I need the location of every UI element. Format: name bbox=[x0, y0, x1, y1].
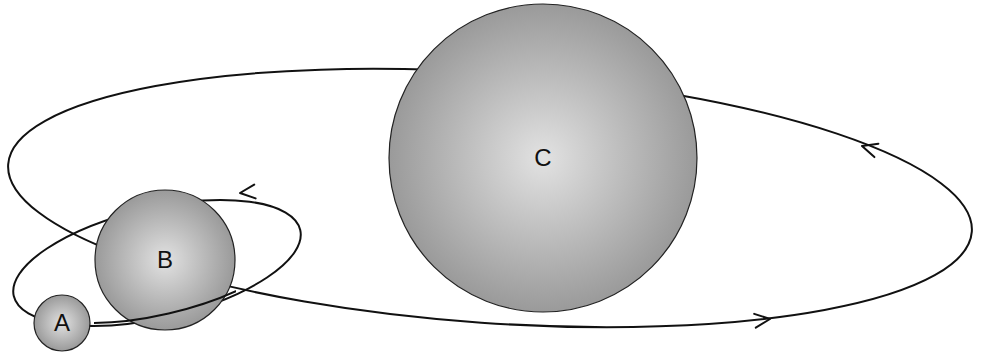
orbit-arrowhead bbox=[862, 144, 878, 157]
body-label: C bbox=[534, 145, 551, 171]
body-circle: C bbox=[388, 3, 698, 313]
body-circle: B bbox=[94, 189, 236, 331]
circle-shape bbox=[389, 4, 697, 312]
circle-shape bbox=[95, 190, 235, 330]
body-label: B bbox=[157, 247, 173, 273]
orbit-arrowhead bbox=[754, 314, 770, 328]
body-circle: A bbox=[33, 294, 91, 352]
orbit-arrowhead bbox=[240, 185, 256, 199]
body-label: A bbox=[54, 310, 70, 336]
circle-shape bbox=[34, 295, 90, 351]
orbit-front-arc bbox=[94, 230, 236, 323]
